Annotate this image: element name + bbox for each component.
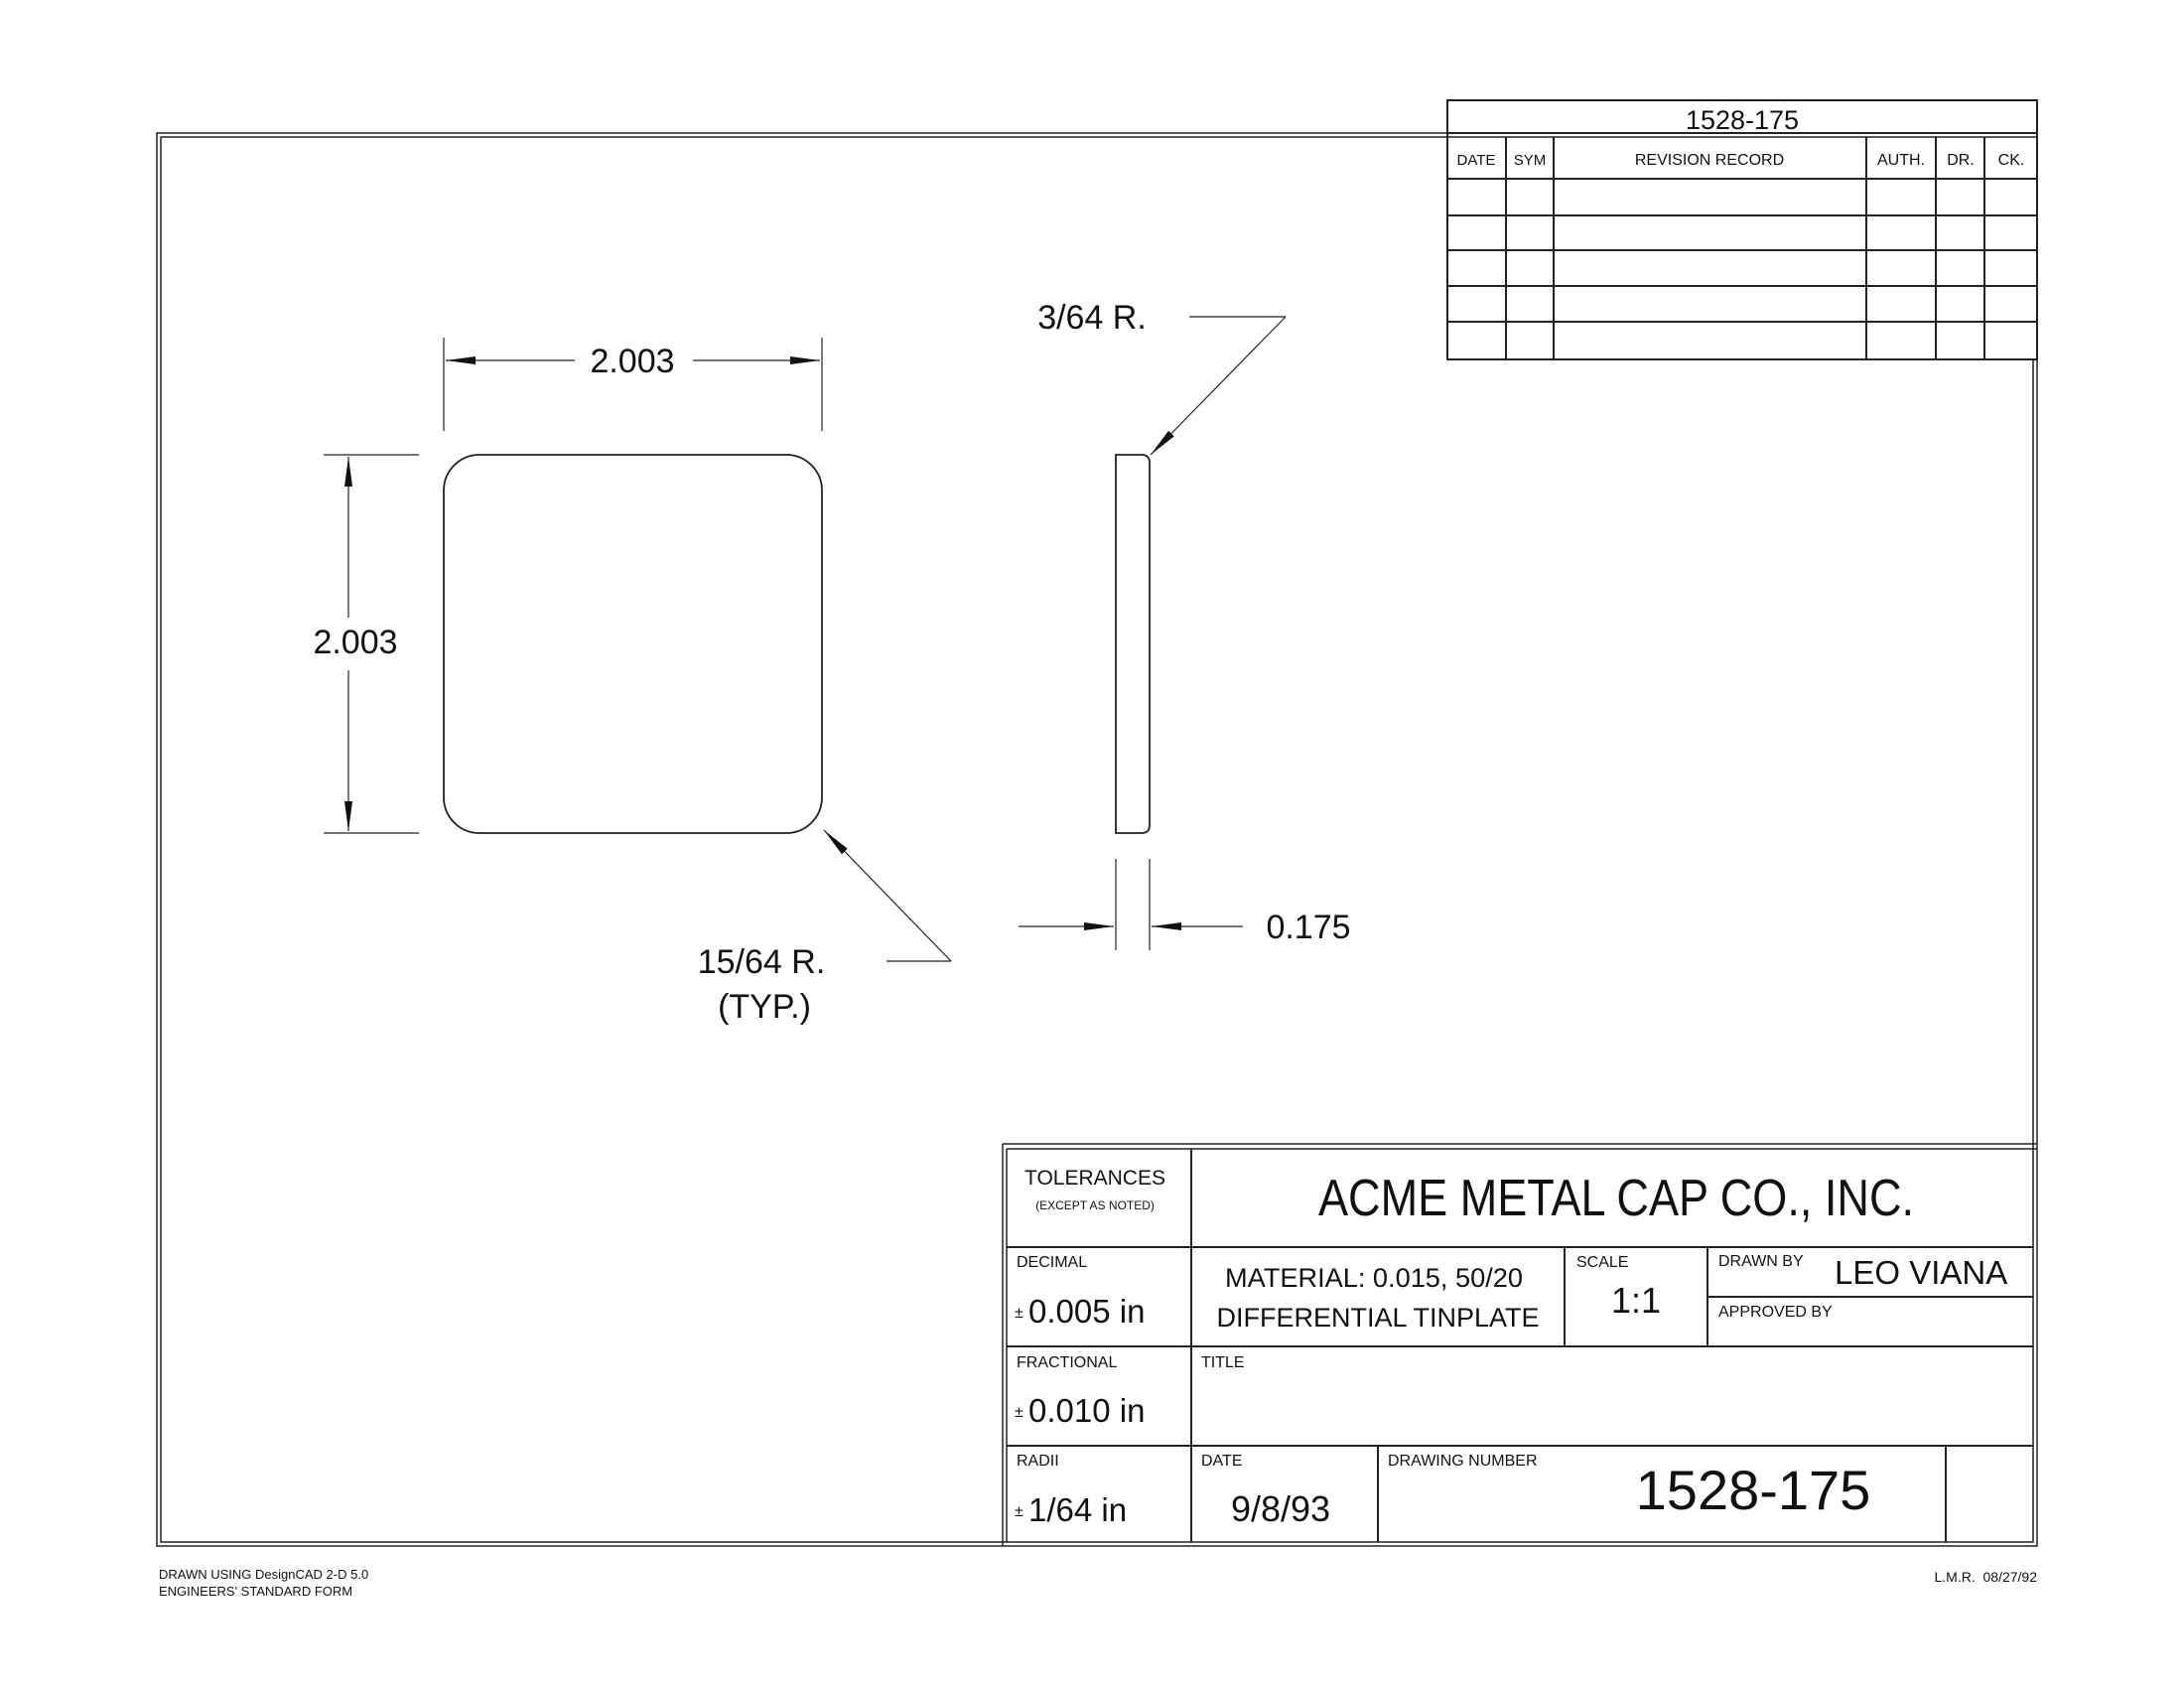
rev-header-sym: SYM [1514, 152, 1547, 169]
front-view: 2.003 2.003 15/64 R. (TYP.) [313, 338, 952, 1026]
rev-header-ck: CK. [1998, 152, 2025, 169]
rev-header-auth: AUTH. [1877, 152, 1925, 169]
thickness-dimension: 0.175 [1266, 909, 1350, 946]
corner-radius-label: 15/64 R. [698, 943, 826, 981]
tolerances-label: TOLERANCES [1024, 1167, 1165, 1190]
drawing-number-label: DRAWING NUMBER [1388, 1453, 1538, 1470]
fractional-label: FRACTIONAL [1017, 1354, 1117, 1371]
drawing-number-value: 1528-175 [1636, 1459, 1871, 1521]
sheet-border [156, 132, 2038, 1547]
date-value: 9/8/93 [1231, 1488, 1330, 1529]
edge-radius-leader [1150, 316, 1287, 456]
scale-value: 1:1 [1611, 1280, 1661, 1321]
radii-label: RADII [1017, 1453, 1059, 1470]
fractional-value: 0.010 in [1028, 1392, 1145, 1429]
title-block: TOLERANCES (EXCEPT AS NOTED) ACME METAL … [1002, 1143, 2037, 1546]
footer-right: L.M.R. 08/27/92 [1934, 1569, 2037, 1585]
footer-line-1: DRAWN USING DesignCAD 2-D 5.0 [159, 1567, 368, 1582]
fractional-plus-minus: ± [1015, 1404, 1024, 1421]
rev-header-dr: DR. [1947, 152, 1975, 169]
title-label: TITLE [1201, 1354, 1245, 1371]
footer: DRAWN USING DesignCAD 2-D 5.0 ENGINEERS'… [159, 1567, 2037, 1599]
rev-header-record: REVISION RECORD [1635, 152, 1784, 169]
height-dimension: 2.003 [313, 624, 397, 661]
decimal-value: 0.005 in [1028, 1293, 1145, 1330]
date-label: DATE [1201, 1453, 1242, 1470]
drawn-by-value: LEO VIANA [1835, 1254, 2007, 1291]
decimal-label: DECIMAL [1017, 1254, 1087, 1271]
corner-radius-note: (TYP.) [718, 988, 811, 1026]
material-line-1: MATERIAL: 0.015, 50/20 [1225, 1263, 1523, 1293]
side-view: 3/64 R. 0.175 [1019, 299, 1351, 950]
company-name: ACME METAL CAP CO., INC. [1318, 1170, 1914, 1227]
approved-by-label: APPROVED BY [1718, 1304, 1833, 1321]
scale-label: SCALE [1576, 1254, 1628, 1271]
revision-block: 1528-175 DATE SYM REVISION RECORD AUTH. … [1446, 99, 2038, 360]
corner-radius-leader [823, 829, 952, 962]
edge-radius-label: 3/64 R. [1037, 299, 1147, 337]
decimal-plus-minus: ± [1015, 1305, 1024, 1322]
radii-value: 1/64 in [1028, 1491, 1127, 1528]
width-dimension: 2.003 [590, 343, 674, 380]
drawn-by-label: DRAWN BY [1718, 1253, 1804, 1270]
rev-header-date: DATE [1457, 152, 1496, 169]
tolerances-note: (EXCEPT AS NOTED) [1035, 1198, 1155, 1212]
revision-drawing-number: 1528-175 [1686, 105, 1799, 135]
footer-line-2: ENGINEERS' STANDARD FORM [159, 1584, 352, 1599]
radii-plus-minus: ± [1015, 1503, 1024, 1520]
material-line-2: DIFFERENTIAL TINPLATE [1217, 1303, 1540, 1333]
